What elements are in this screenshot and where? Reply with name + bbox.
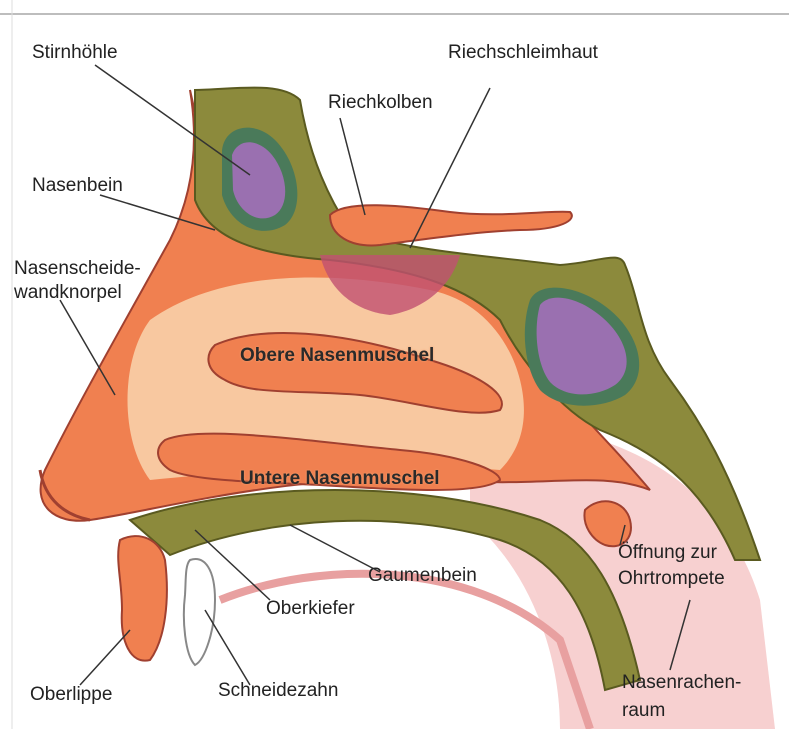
- label-oeffnung-line1: Öffnung zur: [618, 542, 717, 563]
- label-stirnhoehle: Stirnhöhle: [32, 42, 118, 63]
- label-nasenscheide-line1: Nasenscheide-: [14, 258, 141, 279]
- label-untere-nasenmuschel: Untere Nasenmuschel: [240, 468, 440, 490]
- label-oberlippe: Oberlippe: [30, 684, 112, 705]
- leader-riechkolben: [340, 118, 365, 215]
- olfactory-bulb: [330, 205, 572, 245]
- label-nasenscheide-line2: wandknorpel: [14, 282, 122, 303]
- label-riechkolben: Riechkolben: [328, 92, 433, 113]
- leader-nasenscheide: [60, 300, 115, 395]
- label-schneidezahn: Schneidezahn: [218, 680, 338, 701]
- label-nasenrachen-line1: Nasenrachen-: [622, 672, 741, 693]
- label-oeffnung-line2: Ohrtrompete: [618, 568, 725, 589]
- label-riechschleimhaut: Riechschleimhaut: [448, 42, 598, 63]
- leader-oberlippe: [80, 630, 130, 685]
- incisor-tooth: [184, 559, 215, 665]
- label-obere-nasenmuschel: Obere Nasenmuschel: [240, 345, 434, 367]
- upper-lip: [118, 536, 167, 661]
- leader-gaumenbein: [290, 525, 380, 572]
- label-oberkiefer: Oberkiefer: [266, 598, 355, 619]
- leader-schneidezahn: [205, 610, 250, 685]
- label-nasenrachen-line2: raum: [622, 700, 665, 721]
- label-nasenbein: Nasenbein: [32, 175, 123, 196]
- label-gaumenbein: Gaumenbein: [368, 565, 477, 586]
